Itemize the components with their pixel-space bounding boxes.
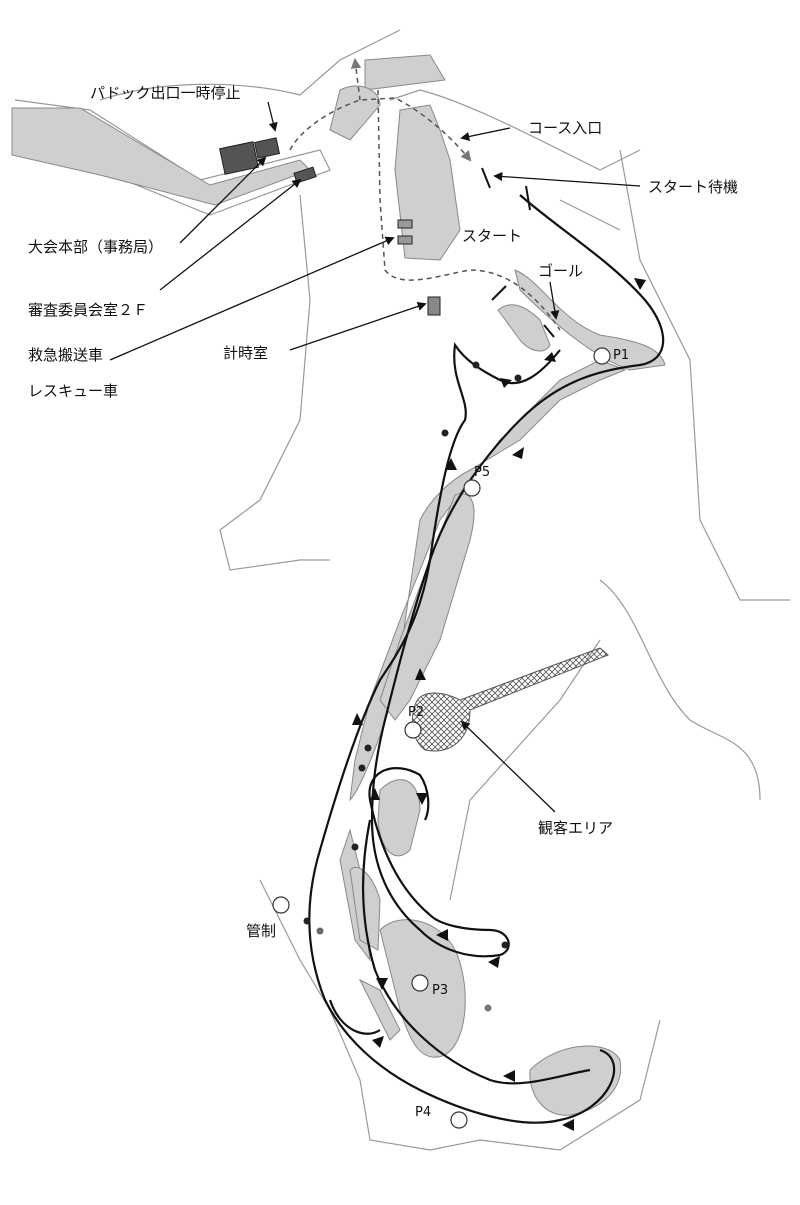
island-mid-oval — [377, 779, 421, 857]
spectator-area — [412, 647, 609, 752]
label-course-entrance: コース入口 — [528, 119, 602, 137]
island-north — [364, 54, 446, 91]
label-spectator-area: 観客エリア — [538, 819, 613, 837]
rescue-marker — [397, 235, 413, 245]
goal-bar — [491, 285, 507, 301]
island-curve-top — [329, 85, 381, 141]
goal-bar-2 — [543, 324, 555, 338]
label-post-p2: P2 — [408, 705, 424, 720]
post-p2 — [404, 721, 422, 739]
marker-dots — [303, 361, 522, 1012]
post-p5 — [463, 479, 481, 497]
arrow-bottom-left — [562, 1119, 574, 1131]
posts — [272, 347, 611, 1129]
island-goal-oval — [497, 304, 551, 352]
label-start-standby: スタート待機 — [648, 178, 738, 196]
timing-room-building — [427, 296, 441, 316]
label-control: 管制 — [246, 922, 276, 940]
control-post — [272, 896, 290, 914]
label-post-p3: P3 — [432, 983, 448, 998]
label-paddock-exit-stop: パドック出口一時停止 — [90, 84, 240, 102]
arrow-hairpin-down — [376, 978, 388, 990]
arrow-center-up — [370, 788, 380, 800]
island-goal-strip — [514, 269, 666, 371]
label-post-p5: P5 — [474, 465, 490, 480]
label-headquarters: 大会本部（事務局） — [28, 238, 163, 256]
arrow-goal-right — [544, 352, 556, 362]
buildings — [219, 137, 441, 316]
label-post-p4: P4 — [415, 1105, 431, 1120]
label-start: スタート — [462, 227, 522, 245]
island-chicane — [349, 867, 381, 951]
arrow-p5-left — [512, 447, 524, 459]
arrow-loop-right — [488, 956, 500, 968]
arrow-inner-right — [500, 378, 512, 388]
arrow-oval-down — [416, 793, 428, 805]
arrow-p1-down — [634, 278, 646, 290]
island-hairpin-right — [529, 1045, 622, 1116]
island-main-straight — [349, 359, 627, 802]
leader-lines — [109, 101, 641, 813]
direction-arrows — [352, 278, 646, 1131]
arrow-loop-left — [436, 929, 448, 941]
race-line — [308, 194, 665, 1124]
arrow-p2-up — [352, 713, 363, 725]
post-p3 — [411, 974, 429, 992]
terrain-islands — [11, 54, 666, 1116]
label-post-p1: P1 — [613, 348, 629, 363]
terrain-outlines — [14, 29, 790, 1151]
label-rescue-vehicle: レスキュー車 — [28, 382, 118, 400]
label-ambulance: 救急搬送車 — [28, 346, 103, 364]
labels: パドック出口一時停止 コース入口 スタート待機 スタート ゴール 大会本部（事務… — [28, 84, 738, 1120]
arrow-mid-up — [415, 668, 426, 680]
post-p4 — [450, 1111, 468, 1129]
arrow-bottom-right — [503, 1070, 515, 1082]
start-bar — [525, 185, 531, 211]
label-timing-room: 計時室 — [223, 344, 268, 362]
arrow-up-left — [445, 458, 457, 470]
label-goal: ゴール — [538, 262, 583, 280]
island-hairpin-left — [358, 978, 401, 1041]
island-p5-strip — [379, 493, 475, 721]
post-p1 — [593, 347, 611, 365]
headquarters-building — [219, 141, 259, 175]
ambulance-marker — [397, 219, 413, 229]
paddock-route — [289, 57, 561, 331]
start-goal-bars — [481, 167, 555, 338]
label-judges-room: 審査委員会室２Ｆ — [28, 301, 148, 319]
standby-bar — [481, 167, 491, 189]
arrow-hairpin-left — [372, 1036, 384, 1048]
